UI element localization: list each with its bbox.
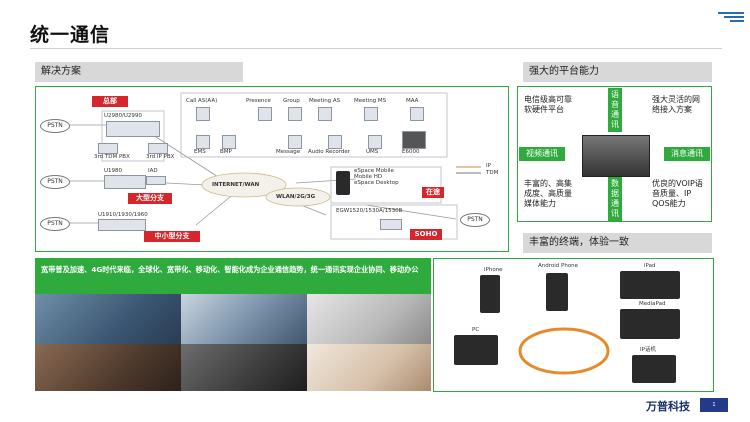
travel-tag: 在途 [422, 187, 444, 198]
small-branch-tag: 中小型分支 [144, 231, 200, 242]
server-icon [222, 135, 236, 149]
platform-server-icon [582, 135, 650, 177]
terminals-panel: iPhone Android Phone iPad MediaPad PC IP… [433, 258, 714, 392]
corner-logo-icon [718, 10, 744, 24]
server-icon [318, 107, 332, 121]
mediapad-label: MediaPad [639, 301, 665, 307]
pbx-device-icon [106, 121, 160, 137]
soho-tag: SOHO [410, 229, 442, 240]
server-icon [288, 135, 302, 149]
pc-label: PC [472, 327, 479, 333]
ipphone-label: IP话机 [640, 345, 656, 353]
trend-text: 宽带普及加速、4G时代来临，全球化、宽带化、移动化、智能化成为企业通信趋势，统一… [41, 264, 425, 275]
ip-phone-icon [632, 355, 676, 383]
u1980-label: U1980 [104, 168, 122, 174]
pstn-cloud: PSTN [460, 213, 490, 227]
server-label: Call AS(AA) [186, 98, 217, 104]
tdm-pbx-icon [98, 143, 118, 154]
iphone-label: iPhone [484, 267, 503, 273]
u1980-device-icon [104, 175, 146, 189]
meeting-photo [35, 344, 181, 391]
egw-label: EGW1520/1530A/1530B [336, 208, 402, 214]
brand-logo: 万普科技 [646, 398, 690, 414]
tdm-pbx-label: 3rd TDM PBX [94, 154, 130, 160]
pstn-cloud: PSTN [40, 119, 70, 133]
server-icon [364, 107, 378, 121]
tdm-legend: TDM [486, 170, 498, 176]
ip-legend: IP [486, 163, 491, 169]
page-number: 1 [700, 398, 728, 412]
u1910-device-icon [98, 219, 146, 231]
wlan-label: WLAN/2G/3G [276, 194, 315, 200]
video-comm-tag: 视频通讯 [519, 147, 565, 161]
ipad-icon [620, 271, 680, 299]
server-label: Group [283, 98, 300, 104]
pc-icon [454, 335, 498, 365]
android-phone-icon [546, 273, 568, 311]
server-label: BMP [220, 149, 232, 155]
world-map-photo [181, 294, 307, 344]
server-label: Audio Recorder [308, 149, 350, 155]
data-comm-tag: 数据通讯 [608, 177, 622, 221]
server-label: Meeting MS [354, 98, 386, 104]
server-label: Message [276, 149, 300, 155]
platform-feature-bl: 丰富的、高集成度、高质量媒体能力 [524, 179, 576, 209]
mediapad-icon [620, 309, 680, 339]
platform-feature-tr: 强大灵活的网络接入方案 [652, 95, 704, 115]
terminals-header: 丰富的终端，体验一致 [523, 233, 712, 253]
title-divider [30, 48, 722, 49]
collaboration-ring-icon [514, 321, 614, 381]
ip-pbx-icon [148, 143, 168, 154]
ipad-label: iPad [644, 263, 655, 269]
u1910-label: U1910/1930/1960 [98, 212, 148, 218]
server-label: Meeting AS [309, 98, 340, 104]
mobile-device-icon [336, 171, 350, 195]
platform-header: 强大的平台能力 [523, 62, 712, 82]
server-label: EMS [194, 149, 206, 155]
platform-feature-br: 优良的VOIP语音质量、IP QOS能力 [652, 179, 704, 209]
business-people-photo [35, 294, 181, 344]
pstn-cloud: PSTN [40, 175, 70, 189]
iad-device-icon [146, 176, 166, 185]
pbx-label: U2980/U2990 [104, 113, 142, 119]
egw-device-icon [380, 219, 402, 230]
trend-banner: 宽带普及加速、4G时代来临，全球化、宽带化、移动化、智能化成为企业通信趋势，统一… [35, 258, 431, 294]
server-label: Presence [246, 98, 271, 104]
android-label: Android Phone [538, 263, 578, 269]
internet-label: INTERNET/WAN [212, 182, 259, 188]
pstn-cloud: PSTN [40, 217, 70, 231]
server-icon [410, 107, 424, 121]
server-label: E6000 [402, 149, 419, 155]
server-label: MAA [406, 98, 418, 104]
server-icon [196, 107, 210, 121]
phone-call-photo [307, 344, 431, 391]
server-icon [258, 107, 272, 121]
laptop-photo [307, 294, 431, 344]
e6000-icon [402, 131, 426, 149]
server-label: UMS [366, 149, 378, 155]
platform-panel: 电信级高可靠软硬件平台 强大灵活的网络接入方案 丰富的、高集成度、高质量媒体能力… [517, 86, 712, 222]
big-branch-tag: 大型分支 [128, 193, 172, 204]
server-icon [288, 107, 302, 121]
server-icon [368, 135, 382, 149]
hq-tag: 总部 [92, 96, 128, 107]
espace-desktop-label: eSpace Desktop [354, 180, 399, 186]
page-title: 统一通信 [30, 20, 110, 47]
message-comm-tag: 消息通讯 [664, 147, 710, 161]
hands-photo [181, 344, 307, 391]
server-icon [328, 135, 342, 149]
solution-diagram: 总部 PSTN PSTN PSTN PSTN U2980/U2990 3rd T… [35, 86, 509, 252]
server-icon [196, 135, 210, 149]
ip-pbx-label: 3rd IP PBX [146, 154, 174, 160]
platform-feature-tl: 电信级高可靠软硬件平台 [524, 95, 576, 115]
solution-header: 解决方案 [35, 62, 243, 82]
iphone-icon [480, 275, 500, 313]
iad-label: IAD [148, 168, 158, 174]
voice-comm-tag: 语音通讯 [608, 88, 622, 132]
